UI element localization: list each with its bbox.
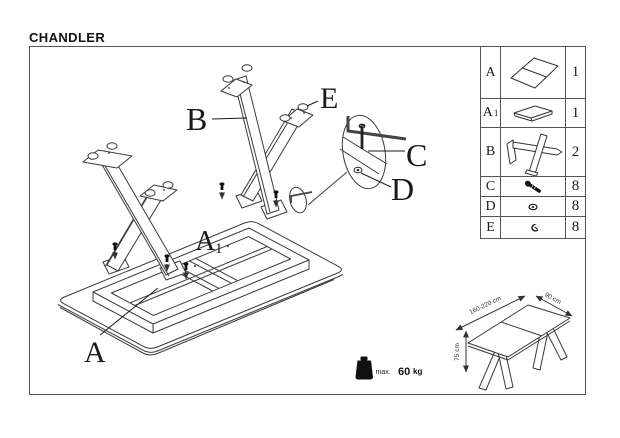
part-labels: B E C D A A 1 (84, 82, 427, 369)
washer-d-icon (353, 166, 363, 174)
part-qty: 8 (565, 217, 585, 238)
leader-line-d (360, 172, 392, 188)
load-limit-label: max. (376, 369, 391, 376)
part-qty: 1 (565, 99, 585, 127)
parts-table-row-b: B 2 (481, 128, 585, 177)
load-limit-unit: kg (413, 367, 422, 376)
leader-line-b (211, 117, 248, 120)
weight-icon (355, 356, 373, 380)
page-title: CHANDLER (29, 30, 106, 45)
parts-table-row-e: E 8 (481, 217, 585, 238)
depth-dimension-arrow (535, 295, 573, 317)
leg-left-part-b (82, 149, 187, 281)
leader-line-e (306, 100, 319, 107)
label-c: C (406, 137, 427, 173)
tabletop-icon (501, 47, 565, 98)
parts-table-row-d: D 8 (481, 197, 585, 217)
allen-key-icon (346, 116, 407, 141)
load-limit-value: 60 (398, 366, 410, 378)
glide-caps-part-e (87, 64, 309, 197)
label-a1-subscript: 1 (215, 241, 223, 257)
parts-table-row-c: C 8 (481, 177, 585, 197)
part-qty: 8 (565, 177, 585, 196)
part-letter: E (481, 217, 501, 238)
allen-key-small-icon (290, 191, 313, 203)
leg-right-part-b (220, 75, 314, 220)
dimension-length-label: 160-220 cm (468, 295, 502, 316)
part-letter: A (481, 47, 501, 98)
label-e: E (320, 82, 338, 115)
dimension-depth-label: 90 cm (543, 291, 562, 306)
parts-table-row-a: A 1 (481, 47, 585, 99)
dimension-height-label: 75 cm (454, 343, 461, 361)
length-dimension-arrow (455, 295, 526, 331)
screw-c-icon (358, 123, 366, 149)
part-qty: 2 (565, 128, 585, 176)
load-limit: max. 60 kg (355, 356, 422, 380)
screw-icon (501, 177, 565, 196)
part-letter: C (481, 177, 501, 196)
dimension-drawing: 160-220 cm 90 cm 75 cm (454, 291, 573, 391)
leg-frame-icon (501, 128, 565, 176)
detail-circle (289, 114, 407, 214)
extension-leaf-icon (501, 99, 565, 127)
label-a: A (84, 336, 106, 369)
extension-frame-a1 (92, 227, 310, 334)
part-letter: B (481, 128, 501, 176)
label-b: B (186, 101, 207, 137)
screws-part-c (112, 182, 279, 280)
washer-icon (501, 197, 565, 216)
part-qty: 1 (565, 47, 585, 98)
glide-cap-icon (501, 217, 565, 238)
part-letter: D (481, 197, 501, 216)
label-a1: A (195, 226, 216, 257)
label-d: D (391, 171, 414, 207)
leader-line-a (99, 287, 159, 336)
part-qty: 8 (565, 197, 585, 216)
